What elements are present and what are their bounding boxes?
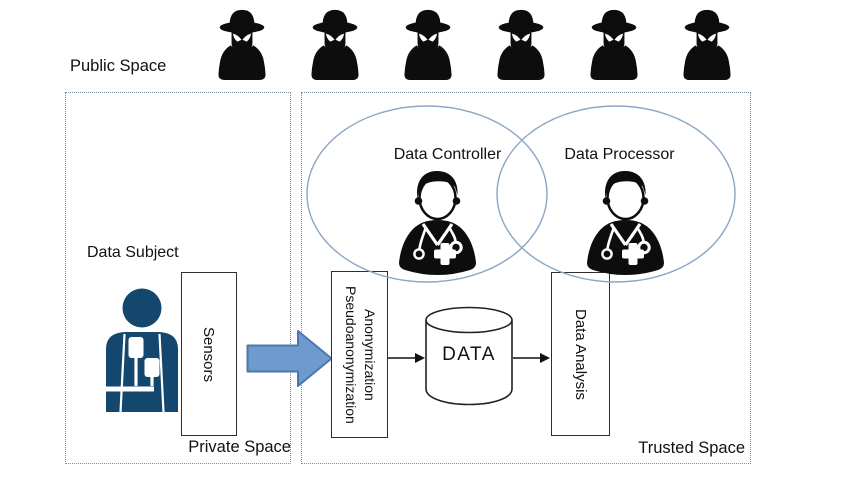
trusted-space-label: Trusted Space	[638, 439, 745, 457]
private-space-label: Private Space	[188, 438, 291, 456]
anonymization-box: Anonymization Pseudoanonymization	[331, 271, 388, 438]
spy-icon	[399, 7, 457, 81]
private-space-region	[65, 92, 291, 464]
sensors-label: Sensors	[200, 326, 218, 382]
controller-ellipse	[306, 105, 548, 283]
anonymization-label: Anonymization Pseudoanonymization	[342, 285, 378, 424]
person-with-sensors-icon	[99, 288, 185, 412]
spy-icon	[585, 7, 643, 81]
data-subject-label: Data Subject	[87, 244, 179, 261]
data-analysis-box: Data Analysis	[551, 272, 610, 436]
trusted-space-region	[301, 92, 751, 464]
spy-icon	[213, 7, 271, 81]
spy-icon	[678, 7, 736, 81]
processor-ellipse	[496, 105, 736, 283]
public-space-label: Public Space	[70, 57, 167, 75]
data-analysis-label: Data Analysis	[572, 308, 590, 400]
thin-arrow-right-icon	[388, 353, 425, 363]
database-cylinder-icon	[425, 306, 513, 406]
role-ellipses	[306, 105, 736, 283]
spy-icon	[492, 7, 550, 81]
thin-arrow-right-icon	[513, 353, 550, 363]
doctor-icon	[389, 168, 486, 280]
sensors-box: Sensors	[181, 272, 237, 436]
doctor-icon	[577, 168, 674, 280]
spy-icon	[306, 7, 364, 81]
block-arrow-right-icon	[246, 330, 333, 387]
data-controller-label: Data Controller	[393, 146, 502, 163]
data-label: DATA	[442, 344, 496, 365]
data-processor-label: Data Processor	[564, 146, 675, 163]
